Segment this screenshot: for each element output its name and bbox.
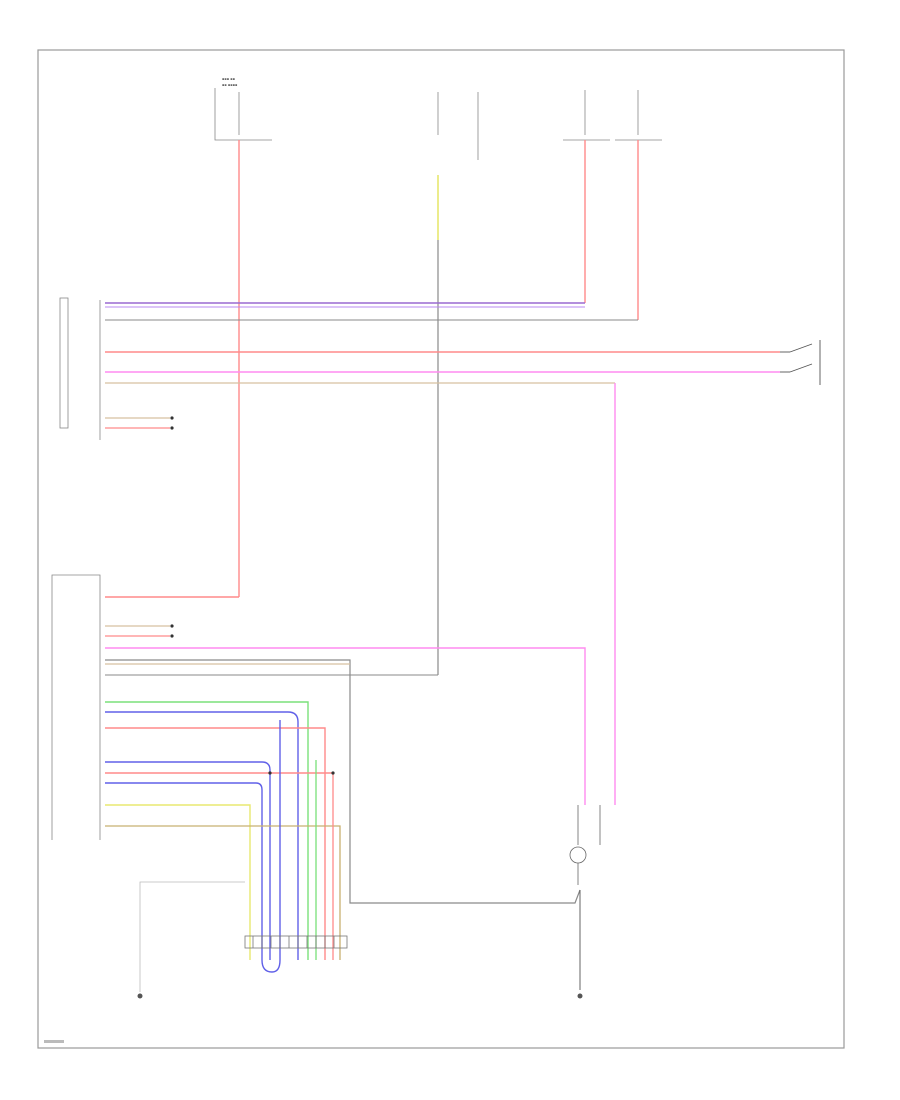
wire-yellow-bundle xyxy=(105,804,251,960)
ground-icon xyxy=(137,993,143,999)
wire-blue-bundle-1 xyxy=(105,711,299,960)
svg-text:▪▪▪ ▪▪: ▪▪▪ ▪▪ xyxy=(222,77,236,81)
switch-icon xyxy=(780,340,821,385)
splice-dot xyxy=(170,634,174,638)
splice-dot xyxy=(268,771,272,775)
wire-blue-bundle-3 xyxy=(105,782,263,960)
wire-blue-loop xyxy=(261,959,281,973)
wire-green-bundle xyxy=(105,701,309,960)
wire-gray-ground-left xyxy=(139,881,245,992)
wire-pink-lower xyxy=(105,647,586,805)
wire-red-bundle-1 xyxy=(105,727,326,960)
splice-dot xyxy=(331,771,335,775)
lower-module-connector xyxy=(51,574,101,840)
corner-mark xyxy=(44,1040,64,1043)
svg-text:▪▪ ▪▪▪▪: ▪▪ ▪▪▪▪ xyxy=(222,83,238,87)
fuse-block-left: ▪▪▪ ▪▪ ▪▪ ▪▪▪▪ xyxy=(214,77,272,141)
splice-dot xyxy=(170,426,174,430)
fuse-block-center xyxy=(437,92,479,160)
wire-blue-bundle-2 xyxy=(105,761,271,960)
ground-icon xyxy=(577,993,583,999)
wire-tan-bundle xyxy=(105,825,341,960)
splice-dot xyxy=(170,416,174,420)
connector-block-icon xyxy=(244,935,348,949)
bulb-icon xyxy=(569,805,601,885)
upper-module-connector xyxy=(59,297,101,440)
fuse-block-right xyxy=(563,90,662,141)
splice-dot xyxy=(170,624,174,628)
diagram-frame xyxy=(37,49,845,1049)
wire-tan-black-lower xyxy=(105,659,581,904)
